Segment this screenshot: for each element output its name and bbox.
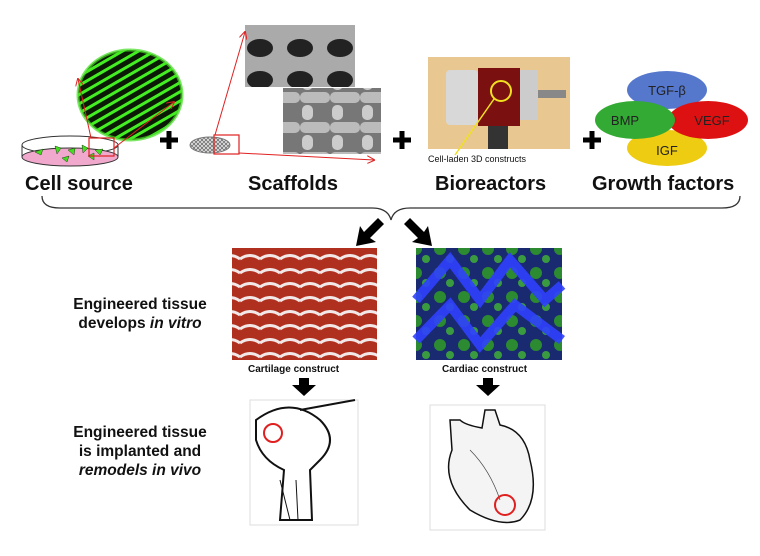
cell-micrograph xyxy=(76,48,184,142)
stage-in-vivo-line2: is implanted and xyxy=(78,443,202,460)
stage-in-vitro-text: develops xyxy=(78,315,150,332)
label-scaffolds: Scaffolds xyxy=(248,173,339,195)
gf-vegf: VEGF xyxy=(694,113,729,128)
bioreactor-photo xyxy=(428,57,570,156)
stage-in-vivo-line1: Engineered tissue xyxy=(73,424,207,441)
arrow-down-left-icon xyxy=(356,218,384,246)
plus-icon xyxy=(160,131,178,149)
porous-scaffold-sem xyxy=(245,25,355,87)
stage-in-vitro-italic: in vitro xyxy=(149,315,202,332)
label-bioreactors: Bioreactors xyxy=(435,173,547,195)
bioreactor-caption: Cell-laden 3D constructs xyxy=(428,154,527,164)
knee-joint-illustration xyxy=(249,399,359,526)
cardiac-caption: Cardiac construct xyxy=(442,364,528,375)
gf-igf: IGF xyxy=(656,143,678,158)
heart-illustration xyxy=(429,404,546,531)
stage-in-vitro: Engineered tissue develops in vitro xyxy=(40,295,240,333)
gf-bmp: BMP xyxy=(611,113,639,128)
plus-icon xyxy=(583,131,601,149)
label-growth-factors: Growth factors xyxy=(592,173,735,195)
stage-in-vivo-italic: remodels in vivo xyxy=(78,462,202,479)
cartilage-caption: Cartilage construct xyxy=(248,364,340,375)
plus-icon xyxy=(393,131,411,149)
stage-in-vivo: Engineered tissue is implanted and remod… xyxy=(40,423,240,480)
woven-scaffold-sem xyxy=(283,88,381,154)
arrow-down-icon xyxy=(476,378,500,396)
arrow-down-right-icon xyxy=(404,218,432,246)
petri-dish-icon xyxy=(21,135,119,167)
cardiac-construct-image xyxy=(412,248,566,360)
cartilage-construct-image xyxy=(232,248,377,360)
curly-brace xyxy=(41,195,741,221)
scaffold-disc-icon xyxy=(189,134,240,155)
gf-tgf-beta: TGF-β xyxy=(648,83,686,98)
label-cell-source: Cell source xyxy=(25,173,133,195)
growth-factor-ellipses: TGF-β BMP VEGF IGF xyxy=(595,71,748,166)
stage-in-vitro-line2: develops in vitro xyxy=(40,314,240,333)
arrow-down-icon xyxy=(292,378,316,396)
stage-in-vitro-line1: Engineered tissue xyxy=(73,296,207,313)
